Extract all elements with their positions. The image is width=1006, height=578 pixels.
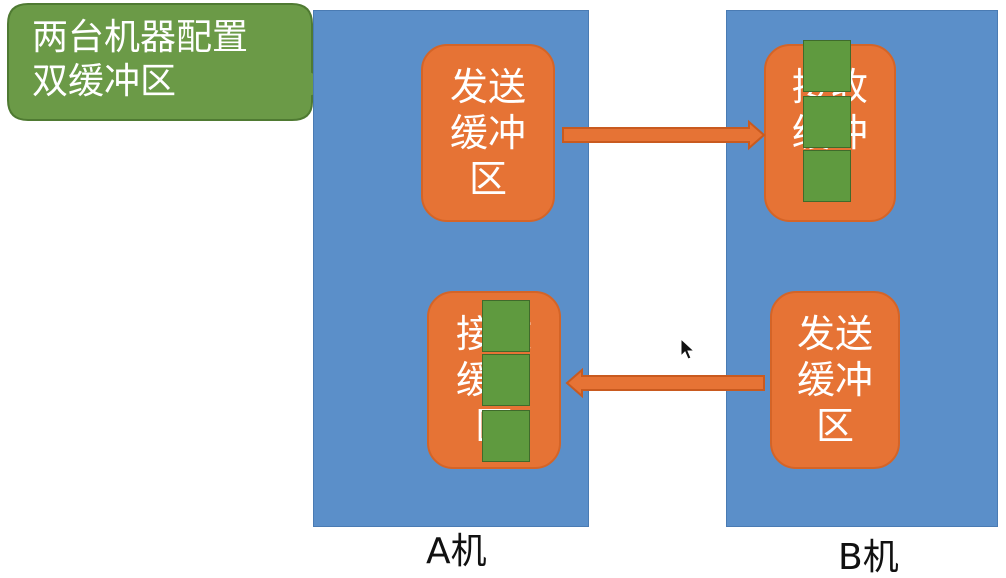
machine-a-receive-slot <box>482 300 530 352</box>
machine-b-send-buffer-label: 发送 缓冲 区 <box>796 312 873 448</box>
arrow-a-to-b <box>562 119 766 151</box>
callout-text: 两台机器配置 双缓冲区 <box>32 17 249 102</box>
machine-a-receive-slot <box>482 410 530 462</box>
machine-b-receive-slot <box>803 96 851 148</box>
machine-b-receive-slot <box>803 150 851 202</box>
callout-bubble <box>7 3 345 121</box>
machine-a-label: A机 <box>426 531 487 572</box>
arrow-b-to-a <box>565 367 765 399</box>
machine-a-send-buffer-label: 发送 缓冲 区 <box>449 65 526 201</box>
machine-b-receive-slot <box>803 40 851 92</box>
machine-a-send-buffer: 发送 缓冲 区 <box>421 44 555 222</box>
mouse-cursor-icon <box>680 338 696 360</box>
machine-a-receive-slot <box>482 354 530 406</box>
machine-b-label: B机 <box>838 537 899 578</box>
machine-b-send-buffer: 发送 缓冲 区 <box>770 291 900 469</box>
